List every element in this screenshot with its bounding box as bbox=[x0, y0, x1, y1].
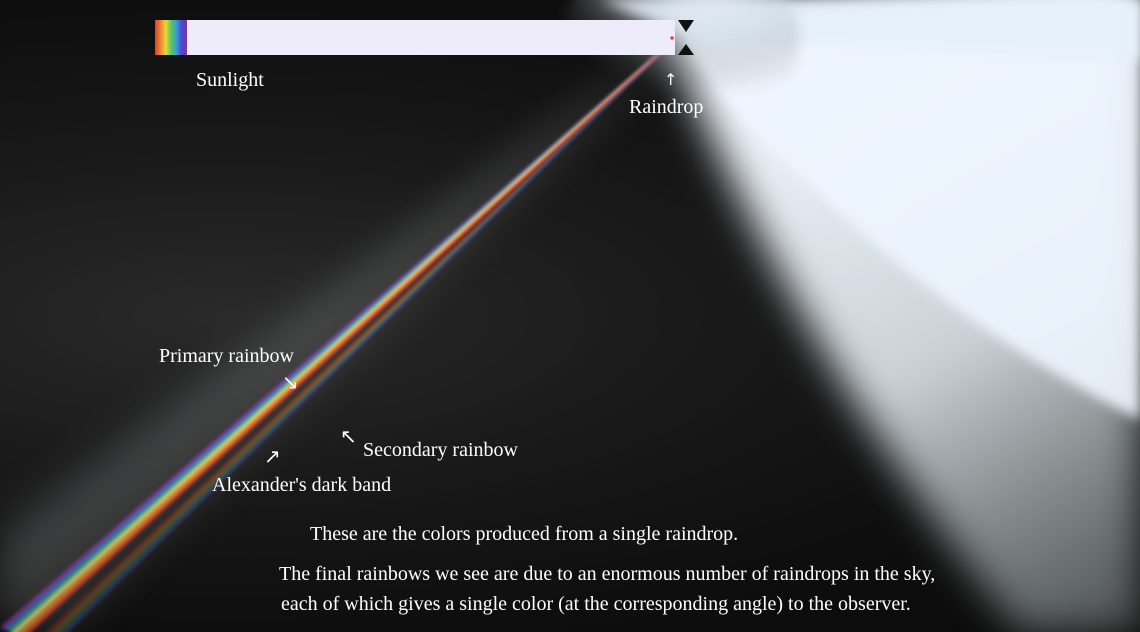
label-raindrop: Raindrop bbox=[629, 96, 704, 118]
caption-line: each of which gives a single color (at t… bbox=[281, 593, 911, 615]
label-dark-band: Alexander's dark band bbox=[212, 474, 392, 496]
label-secondary-rainbow: Secondary rainbow bbox=[363, 439, 518, 461]
arrow-up-icon: ↑ bbox=[664, 70, 678, 89]
sunlight-beam bbox=[155, 20, 675, 55]
arrow-down-right-icon: ↘ bbox=[282, 370, 299, 394]
rainbow-rays bbox=[0, 40, 674, 632]
caption-line: The final rainbows we see are due to an … bbox=[279, 563, 936, 585]
raindrop bbox=[670, 20, 694, 55]
arrow-up-right-icon: ↗ bbox=[264, 444, 281, 468]
raindrop-marker bbox=[670, 36, 674, 40]
arrow-up-left-icon: ↖ bbox=[340, 424, 357, 448]
light-cone bbox=[560, 0, 1140, 632]
caption-line: These are the colors produced from a sin… bbox=[310, 523, 739, 545]
label-primary-rainbow: Primary rainbow bbox=[159, 345, 294, 367]
label-sunlight: Sunlight bbox=[196, 69, 264, 91]
